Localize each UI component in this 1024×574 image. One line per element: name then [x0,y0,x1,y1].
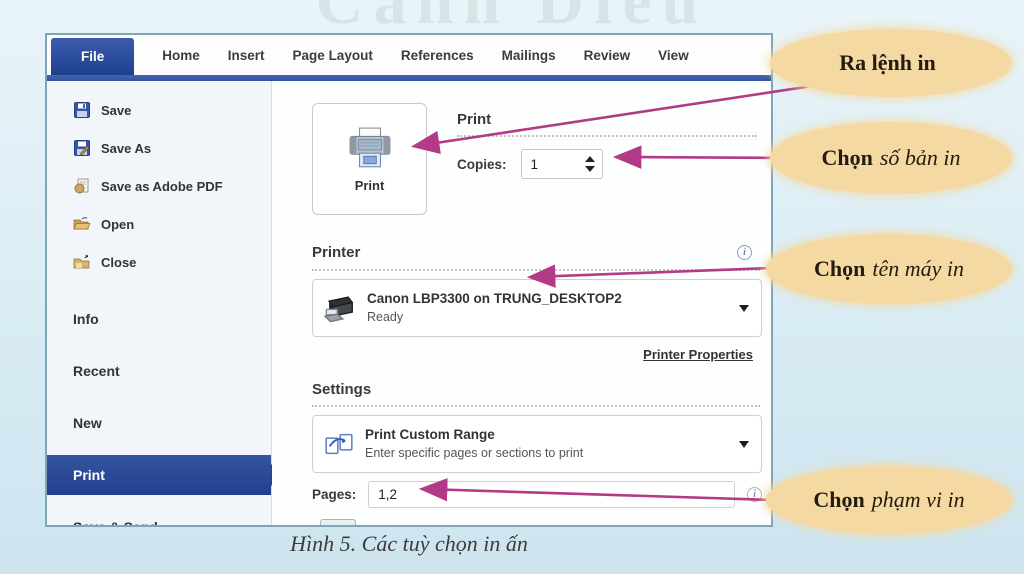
callout-text-bold: Chọn [813,487,865,512]
sidebar-item-new[interactable]: New [47,403,271,443]
printer-button-icon [349,127,390,167]
sidebar-item-label: Save As [101,140,152,156]
tab-home[interactable]: Home [162,47,200,63]
sidebar-item-open[interactable]: Open [47,205,271,243]
callout-text-bold: Chọn [821,145,873,170]
sidebar-item-label: New [73,415,102,431]
figure-caption: Hình 5. Các tuỳ chọn in ấn [290,531,528,556]
sidebar-item-print[interactable]: Print [47,455,283,495]
sidebar-item-label: Save [101,102,132,118]
ribbon-strip [47,75,771,81]
pages-input[interactable] [368,481,735,508]
print-range-dropdown[interactable]: Print Custom Range Enter specific pages … [312,415,762,473]
ribbon-tab-bar: File Home Insert Page Layout References … [47,35,771,75]
range-title: Print Custom Range [365,427,495,443]
tab-references[interactable]: References [400,47,474,63]
sidebar-item-label: Save & Send [73,519,158,527]
tab-page-layout[interactable]: Page Layout [292,47,373,63]
sidebar-item-info[interactable]: Info [47,299,271,339]
callout-text-italic: phạm vi in [871,487,965,512]
printer-info-icon[interactable]: i [737,245,752,260]
tab-review[interactable]: Review [583,47,631,63]
print-pane: Print Print Copies: 1 Printer i [272,81,771,525]
copies-value: 1 [530,156,539,172]
callout-print-command: Ra lệnh in [770,29,1012,97]
close-folder-icon [73,254,90,269]
print-section-title: Print [457,111,492,128]
sidebar-item-save-and-send[interactable]: Save & Send [47,507,271,527]
tab-file[interactable]: File [51,38,135,75]
tab-insert[interactable]: Insert [227,47,265,63]
sidebar-item-label: Info [73,311,99,327]
settings-section-title: Settings [312,381,372,398]
callout-text-bold: Chọn [813,256,866,281]
dropdown-caret-icon [739,304,749,312]
spinner-up-icon[interactable] [584,156,595,162]
callout-copies: Chọn số bản in [770,122,1012,194]
sidebar-item-save[interactable]: Save [47,91,271,129]
open-folder-icon [73,217,91,230]
callout-text-bold: Ra lệnh in [839,50,936,75]
sidebar-item-label: Save as Adobe PDF [101,178,223,194]
divider [457,135,757,137]
spinner-down-icon[interactable] [584,166,595,172]
sidebar-item-save-as[interactable]: Save As [47,129,271,167]
backstage-sidebar: Save Save As Save as Adobe PDF Open Clos… [47,81,283,527]
sidebar-item-label: Open [101,216,135,232]
printer-dropdown[interactable]: Canon LBP3300 on TRUNG_DESKTOP2 Ready [312,279,762,337]
copies-label: Copies: [457,156,507,172]
copies-stepper[interactable]: 1 [520,149,603,179]
save-as-icon [74,140,90,156]
range-subtitle: Enter specific pages or sections to prin… [365,445,584,460]
pages-info-icon[interactable]: i [747,487,762,502]
sidebar-item-label: Close [101,254,137,270]
sidebar-item-save-as-adobe-pdf[interactable]: Save as Adobe PDF [47,167,271,205]
dropdown-caret-icon [739,440,749,448]
callout-printer-name: Chọn tên máy in [766,234,1012,304]
save-icon [74,102,90,118]
callout-text-italic: số bản in [879,145,961,170]
print-button-label: Print [354,177,385,193]
pages-label: Pages: [312,487,357,502]
printer-status: Ready [367,309,404,324]
printer-device-icon [323,296,354,323]
sidebar-item-close[interactable]: Close [47,243,271,281]
callout-page-range: Chọn phạm vi in [766,466,1012,534]
word-window: File Home Insert Page Layout References … [45,33,773,527]
print-button[interactable]: Print [312,103,427,215]
printer-section-title: Printer [312,244,361,261]
sidebar-item-label: Recent [73,363,120,379]
divider [312,405,760,407]
printer-name: Canon LBP3300 on TRUNG_DESKTOP2 [367,291,622,307]
adobe-pdf-icon [74,178,89,194]
printer-properties-link[interactable]: Printer Properties [643,347,753,362]
watermark: Cánh Diều [315,0,709,38]
custom-range-icon [325,433,353,455]
sidebar-item-recent[interactable]: Recent [47,351,271,391]
partial-bottom-element [320,519,356,525]
tab-mailings[interactable]: Mailings [501,47,556,63]
sidebar-item-label: Print [73,467,105,483]
callout-text-italic: tên máy in [872,256,964,281]
divider [312,269,760,271]
tab-view[interactable]: View [658,47,689,63]
